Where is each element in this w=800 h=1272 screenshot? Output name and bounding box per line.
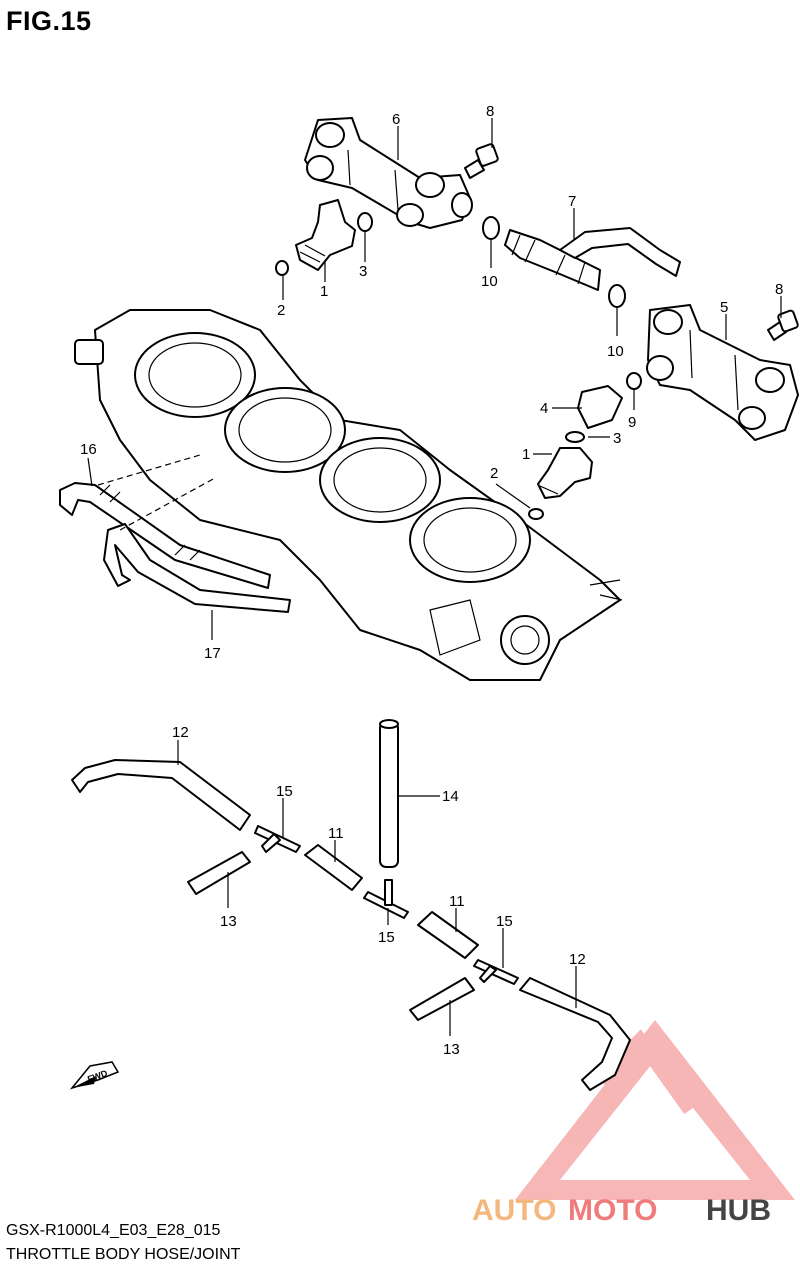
callout-label: 11 — [328, 825, 344, 842]
fuel-hose-7 — [504, 227, 681, 291]
o-ring-10-lower — [608, 284, 626, 308]
figure-title: FIG.15 — [6, 6, 92, 36]
joint-15-c — [473, 959, 519, 985]
callout-label: 10 — [481, 273, 498, 290]
callout-label: 3 — [359, 263, 367, 280]
hose-12-right — [519, 977, 631, 1091]
bolt-8-upper — [464, 143, 499, 179]
callout-label: 15 — [276, 783, 293, 800]
o-ring-3-lower — [565, 431, 585, 443]
hose-routing-lines — [97, 454, 216, 531]
callout-label: 5 — [720, 299, 728, 316]
callout-label: 3 — [613, 430, 621, 447]
hose-12-left — [71, 759, 251, 831]
o-ring-3-upper — [357, 212, 373, 232]
bolt-8-lower — [767, 309, 799, 341]
watermark-logo — [515, 1020, 795, 1200]
callout-label: 12 — [569, 951, 586, 968]
hose-13-b — [409, 977, 475, 1021]
callout-label: 13 — [443, 1041, 460, 1058]
forward-arrow-icon: FWD — [69, 1061, 120, 1090]
o-ring-2-lower — [528, 508, 544, 520]
callout-label: 1 — [320, 283, 328, 300]
hose-14 — [379, 719, 399, 868]
callout-label: 14 — [442, 788, 459, 805]
callout-label: 12 — [172, 724, 189, 741]
hose-13-a — [187, 851, 251, 895]
throttle-body — [74, 309, 623, 681]
hose-11-b — [417, 911, 479, 959]
watermark-text: AUTO MOTO HUB — [472, 1194, 771, 1227]
joint-15-a — [254, 825, 301, 853]
callout-label: 10 — [607, 343, 624, 360]
callout-label: 2 — [490, 465, 498, 482]
o-ring-9 — [626, 372, 642, 390]
injector-1-upper — [295, 199, 356, 271]
watermark-middle: MOTO — [568, 1194, 657, 1227]
callout-label: 15 — [378, 929, 395, 946]
callout-label: 17 — [204, 645, 221, 662]
joint-4 — [577, 385, 623, 429]
model-code-caption: GSX-R1000L4_E03_E28_015 — [6, 1222, 221, 1239]
watermark-prefix: AUTO — [472, 1194, 556, 1227]
o-ring-2-upper — [275, 260, 289, 276]
callout-label: 6 — [392, 111, 400, 128]
callout-label: 2 — [277, 302, 285, 319]
callout-label: 9 — [628, 414, 636, 431]
section-name-caption: THROTTLE BODY HOSE/JOINT — [6, 1246, 241, 1263]
callout-label: 13 — [220, 913, 237, 930]
callout-label: 8 — [486, 103, 494, 120]
fuel-rail-lower — [646, 304, 799, 441]
callout-label: 15 — [496, 913, 513, 930]
callout-label: 11 — [449, 893, 465, 910]
callout-label: 8 — [775, 281, 783, 298]
joint-15-b — [363, 879, 409, 919]
o-ring-10-upper — [482, 216, 500, 240]
fuel-rail-upper — [304, 117, 473, 229]
callout-label: 16 — [80, 441, 97, 458]
callout-label: 1 — [522, 446, 530, 463]
callout-label: 4 — [540, 400, 548, 417]
callout-label: 7 — [568, 193, 576, 210]
watermark-suffix: HUB — [706, 1194, 771, 1227]
hose-17 — [103, 523, 291, 613]
hose-11-a — [304, 844, 363, 891]
callouts: 6 8 7 3 10 1 2 5 8 10 9 4 3 1 2 16 17 12 — [80, 103, 783, 1058]
injector-1-lower — [537, 447, 593, 499]
